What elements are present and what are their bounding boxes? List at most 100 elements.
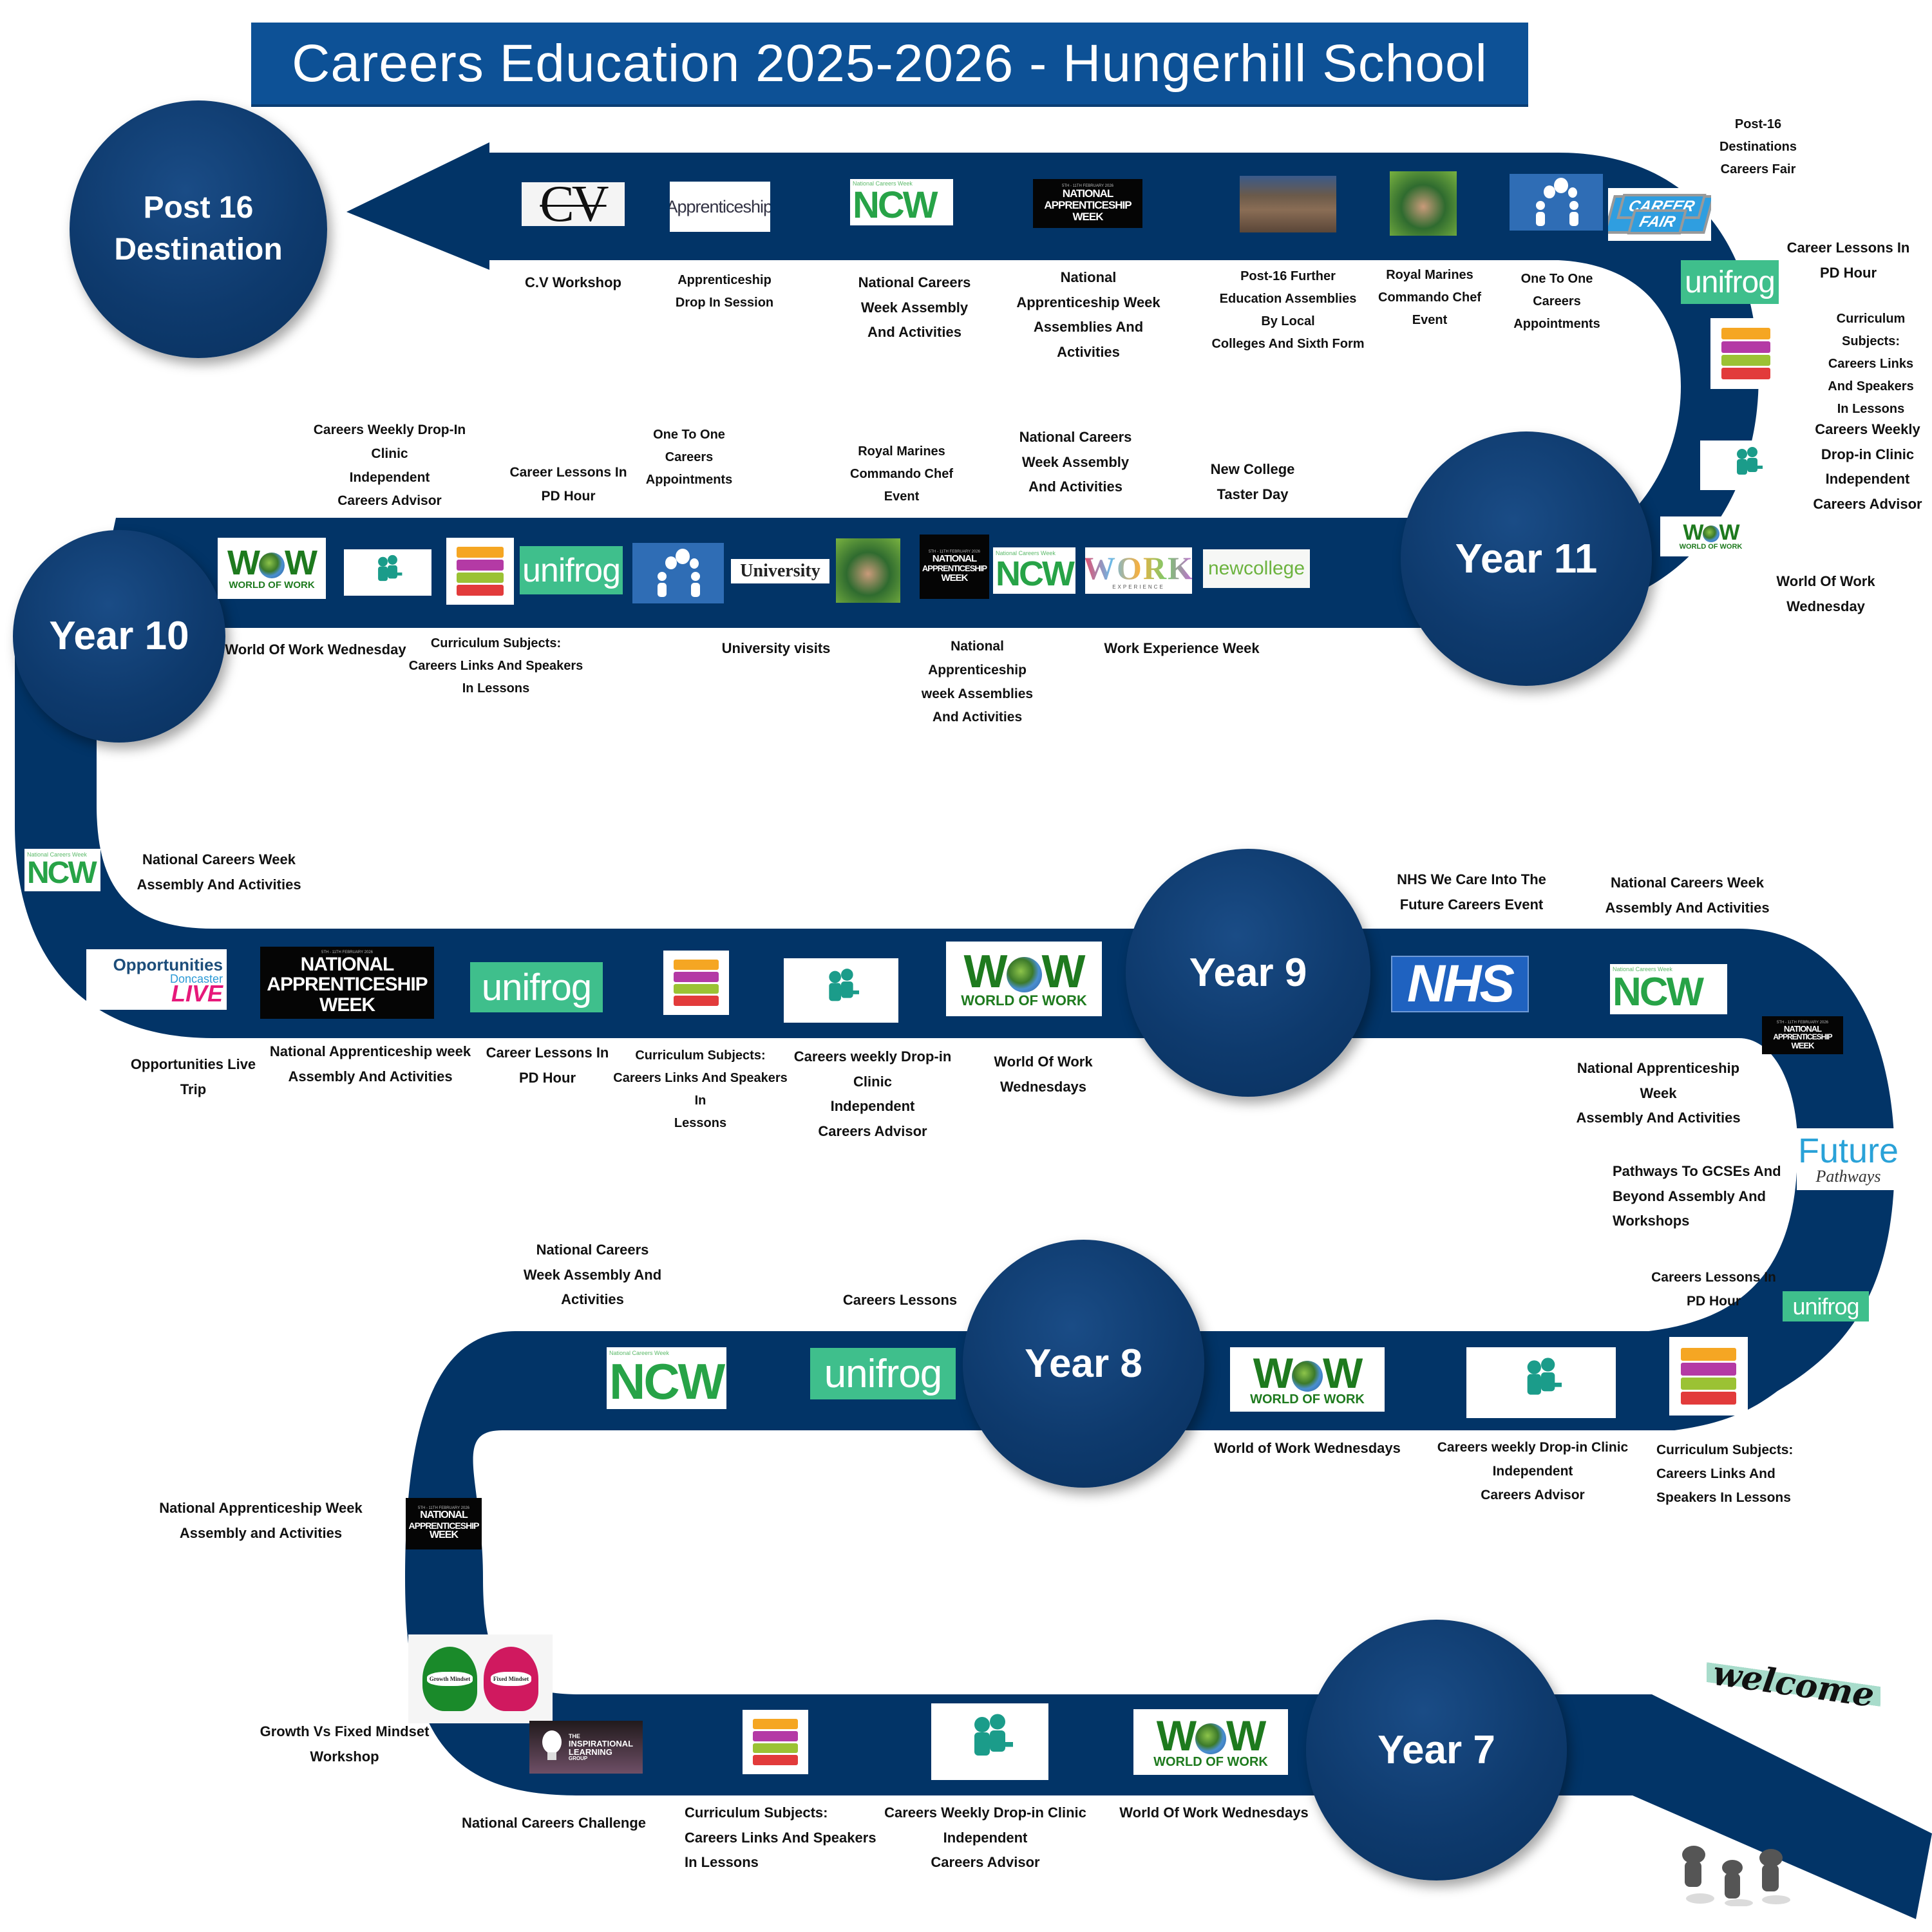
logo-part — [386, 573, 402, 576]
logo-part: NATIONAL — [1062, 187, 1114, 200]
fixed-mindset-head-icon: Fixed Mindset — [484, 1647, 538, 1711]
logo-part: WORLD OF WORK — [1679, 542, 1743, 551]
cv-logo: CV — [522, 182, 625, 226]
logo-part — [1539, 1383, 1562, 1387]
label-y10-royal-marines: Royal Marines Commando Chef Event — [850, 444, 953, 504]
label-y10-dropin: Careers Weekly Drop-In Clinic Independen… — [313, 422, 466, 509]
label-y9-career-lessons: Career Lessons In PD Hour — [486, 1045, 609, 1086]
logo-part — [1535, 201, 1545, 210]
label-y10-new-college: New College Taster Day — [1210, 461, 1295, 502]
logo-part: NATIONAL — [300, 953, 395, 975]
logo-part — [990, 1730, 1005, 1752]
logo-part — [673, 983, 719, 994]
label-y10-university: University visits — [721, 640, 831, 656]
logo-part — [457, 585, 504, 596]
logo-part — [1747, 457, 1757, 472]
label-y11-career-lessons: Career Lessons In PD Hour — [1786, 240, 1910, 281]
node-year9-label: Year 9 — [1189, 950, 1307, 995]
walking-students-icon — [1682, 1846, 1790, 1906]
logo-part: APPRENTICESHIP — [408, 1520, 480, 1531]
node-year11: Year 11 — [1401, 431, 1652, 686]
logo-part — [547, 1752, 556, 1760]
logo-part — [990, 1714, 1005, 1729]
new-college-logo: newcollege — [1203, 549, 1310, 588]
royal-marines-photo — [836, 538, 900, 603]
logo-part: LIVE — [171, 980, 223, 1007]
label-y7-curriculum: Curriculum Subjects: Careers Links And S… — [685, 1804, 876, 1870]
logo-part: INSPIRATIONAL — [568, 1738, 634, 1748]
logo-part: welcome — [1707, 1652, 1880, 1716]
students-desk-icon — [829, 969, 859, 1001]
node-year9: Year 9 — [1126, 849, 1370, 1097]
lightbulb-icon — [542, 1730, 562, 1760]
logo-part — [1721, 328, 1771, 339]
label-apprenticeship-drop-in: Apprenticeship Drop In Session — [675, 273, 774, 310]
label-ncw-assembly: National Careers Week Assembly And Activ… — [858, 274, 971, 340]
logo-part — [839, 990, 859, 994]
logo-part — [1721, 354, 1771, 366]
logo-part — [1567, 187, 1577, 198]
label-royal-marines-post16: Royal Marines Commando Chef Event — [1378, 268, 1481, 327]
logo-part: unifrog — [481, 966, 592, 1009]
logo-part: WEEK — [1791, 1040, 1815, 1050]
label-y10-naw: National Apprenticeship week Assemblies … — [921, 639, 1034, 725]
logo-part: National Careers Week — [27, 851, 87, 858]
nhs-logo: NHS — [1391, 956, 1529, 1012]
logo-part — [542, 1730, 562, 1754]
label-y11-curriculum: Curriculum Subjects: Careers Links And S… — [1828, 312, 1914, 416]
unifrog-logo: unifrog — [810, 1348, 956, 1399]
books-logo — [1669, 1337, 1748, 1416]
logo-part: NCW — [853, 184, 938, 225]
logo-part: NATIONAL — [1783, 1023, 1822, 1034]
label-y9-ncw-left: National Careers Week Assembly And Activ… — [137, 851, 301, 893]
people-talking-icon — [1535, 178, 1578, 226]
logo-part: newcollege — [1208, 558, 1305, 579]
logo-part — [1569, 212, 1578, 226]
one-to-one-logo — [632, 543, 724, 603]
logo-part — [1195, 1723, 1226, 1755]
logo-part — [658, 583, 667, 597]
logo-part — [752, 1755, 799, 1766]
logo-part — [691, 572, 700, 581]
university-logo: University — [731, 559, 829, 583]
logo-part: National Careers Week — [996, 550, 1056, 556]
growth-mindset-head-icon: Growth Mindset — [422, 1647, 477, 1711]
label-cv-workshop: C.V Workshop — [525, 274, 621, 290]
logo-part — [1292, 1361, 1323, 1392]
label-y9-wow: World Of Work Wednesdays — [994, 1054, 1093, 1095]
label-y10-work-experience: Work Experience Week — [1104, 640, 1260, 656]
logo-part — [1747, 446, 1757, 457]
logo-part — [665, 556, 677, 569]
label-y9-naw-right: National Apprenticeship Week Assembly An… — [1576, 1060, 1741, 1126]
logo-part: National Careers Week — [853, 180, 913, 187]
logo-part: Future — [1797, 1132, 1899, 1170]
logo-part: WEEK — [319, 994, 375, 1016]
label-y8-dropin: Careers weekly Drop-in Clinic Independen… — [1437, 1440, 1629, 1502]
logo-part: WEEK — [430, 1530, 459, 1541]
node-year7-label: Year 7 — [1378, 1727, 1495, 1772]
logo-part: unifrog — [1792, 1293, 1859, 1320]
logo-part: unifrog — [522, 551, 621, 589]
logo-part — [676, 549, 690, 564]
label-post16-fe-assemblies: Post-16 Further Education Assemblies By … — [1211, 269, 1365, 351]
label-y11-wow: World Of Work Wednesday — [1776, 573, 1875, 614]
students-desk-icon — [1527, 1358, 1562, 1395]
logo-part — [1535, 212, 1545, 226]
logo-part — [1527, 1360, 1541, 1374]
logo-part — [1527, 1374, 1541, 1395]
logo-part: THE — [568, 1732, 580, 1739]
